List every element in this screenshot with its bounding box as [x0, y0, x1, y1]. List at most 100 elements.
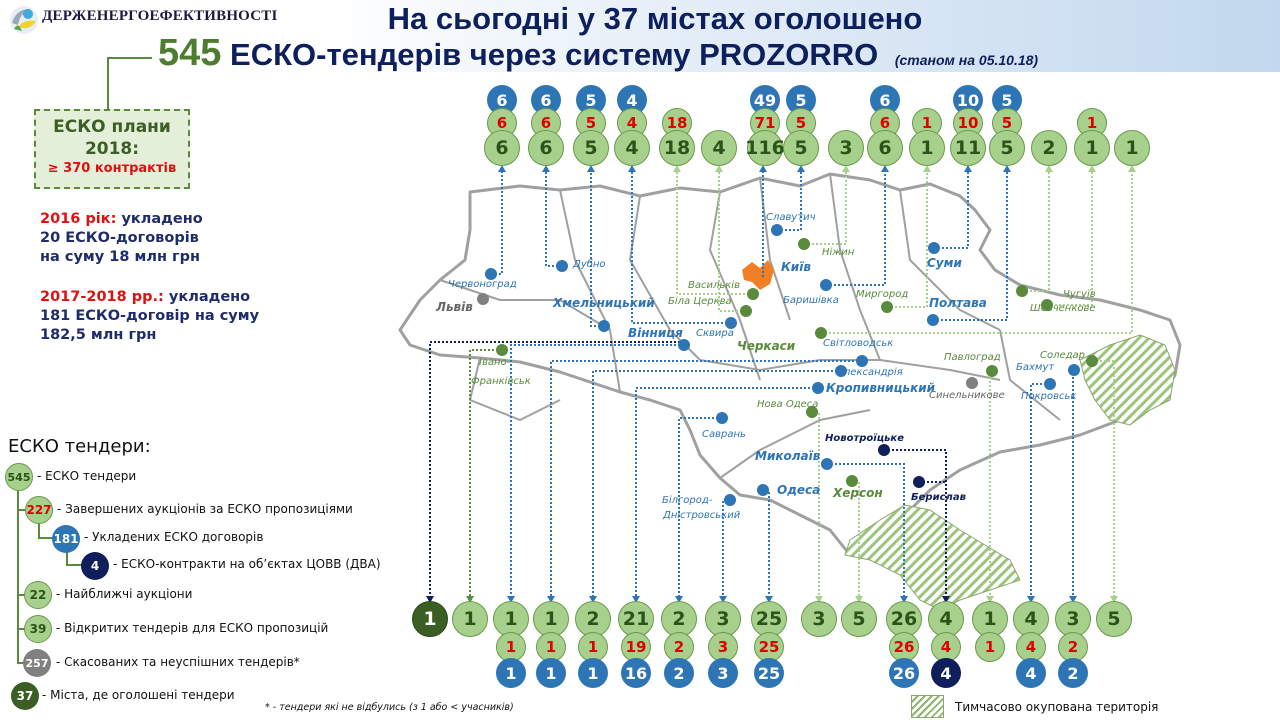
city-dot — [1086, 355, 1098, 367]
connector-line — [631, 170, 731, 324]
city-dot — [725, 317, 737, 329]
legend-tree-line — [17, 509, 29, 511]
city-dot — [913, 476, 925, 488]
city-label: Суми — [927, 256, 962, 270]
city-label: Миколаїв — [755, 449, 821, 463]
plan-target: ≥ 370 контрактів — [47, 161, 177, 176]
occupied-crimea — [844, 504, 1021, 611]
arrowhead-icon — [942, 596, 950, 603]
tender-count-circle: 6 — [528, 130, 564, 166]
connector-line — [763, 489, 770, 598]
occupied-territory-label: Тимчасово окупована територія — [955, 700, 1159, 714]
arrowhead-icon — [587, 165, 595, 172]
plan-box: ЕСКО плани 2018: ≥ 370 контрактів — [34, 109, 190, 189]
city-label: Славутич — [766, 212, 816, 223]
connector-line — [804, 170, 847, 245]
city-label: Вінниця — [628, 326, 683, 340]
city-label: Синельникове — [929, 390, 1005, 401]
arrowhead-icon — [715, 165, 723, 172]
connector-line — [1047, 170, 1093, 306]
city-dot — [556, 260, 568, 272]
city-label: Баришівка — [783, 295, 839, 306]
arrowhead-icon — [1088, 165, 1096, 172]
tender-count-circle: 3 — [801, 601, 837, 637]
occupied-donbas — [1079, 334, 1176, 426]
legend-title: ЕСКО тендери: — [8, 436, 151, 457]
arrowhead-icon — [426, 596, 434, 603]
signed-count-circle: 2 — [664, 658, 694, 688]
tender-count-circle: 6 — [867, 130, 903, 166]
stat-text: 181 ЕСКО-договір на суму — [40, 308, 260, 324]
city-dot — [1041, 299, 1053, 311]
tender-count-circle: 5 — [783, 130, 819, 166]
city-dot — [806, 406, 818, 418]
city-label: Сквира — [696, 328, 734, 339]
arrowhead-icon — [842, 165, 850, 172]
signed-count-circle: 25 — [754, 658, 784, 688]
connector-line — [491, 170, 503, 275]
legend-label: - ЕСКО-контракти на об’єктах ЦОВВ (ДВА) — [113, 557, 381, 571]
city-label: Світловодськ — [823, 338, 894, 349]
city-dot — [771, 224, 783, 236]
city-label: Чугуїв — [1063, 289, 1096, 300]
stat-text: укладено — [116, 211, 203, 227]
connector-line — [1072, 369, 1074, 598]
tender-count-circle: 11 — [950, 130, 986, 166]
arrowhead-icon — [673, 165, 681, 172]
completed-count-circle: 4 — [931, 632, 961, 662]
legend-tree-line — [66, 564, 82, 566]
stat-text: на суму 18 млн грн — [40, 249, 200, 265]
arrowhead-icon — [759, 165, 767, 172]
city-dot — [747, 288, 759, 300]
city-dot — [757, 484, 769, 496]
city-label: Покровськ — [1021, 391, 1077, 402]
org-name: ДЕРЖЕНЕРГОЕФЕКТИВНОСТІ — [42, 8, 278, 24]
city-label: Хмельницький — [553, 296, 655, 310]
footnote: * - тендери які не відбулись (з 1 або < … — [265, 702, 514, 713]
arrowhead-icon — [632, 596, 640, 603]
tender-count-circle: 116 — [745, 130, 785, 166]
legend-label: - Скасованих та неуспішних тендерів* — [56, 655, 300, 669]
city-dot — [1016, 285, 1028, 297]
connector-line — [884, 449, 947, 598]
arrowhead-icon — [719, 596, 727, 603]
city-label: Новотроїцьке — [825, 433, 904, 444]
connector-line — [852, 480, 860, 598]
tender-count-circle: 1 — [452, 601, 488, 637]
city-dot — [598, 320, 610, 332]
city-label: Соледар — [1040, 350, 1086, 361]
stat-text: 20 ЕСКО-договорів — [40, 230, 199, 246]
city-label: Берислав — [911, 492, 966, 503]
connector-line — [592, 370, 841, 598]
tender-count-circle: 1 — [972, 601, 1008, 637]
city-label: Саврань — [702, 429, 746, 440]
completed-count-circle: 1 — [536, 632, 566, 662]
tender-count-circle: 2 — [661, 601, 697, 637]
tender-count-circle: 2 — [1031, 130, 1067, 166]
city-dot — [928, 242, 940, 254]
city-label: Дубно — [573, 259, 606, 270]
tender-count-circle: 1 — [533, 601, 569, 637]
city-label: Васильків — [688, 280, 740, 291]
tender-count-circle: 18 — [659, 130, 695, 166]
city-label: Червоноград — [448, 279, 517, 290]
arrowhead-icon — [628, 165, 636, 172]
arrowhead-icon — [1110, 596, 1118, 603]
connector-line — [718, 170, 746, 312]
connector-line — [827, 463, 905, 598]
occupied-territory-swatch — [911, 695, 944, 718]
city-label: Київ — [781, 260, 811, 274]
signed-count-circle: 4 — [931, 658, 961, 688]
arrowhead-icon — [547, 596, 555, 603]
plan-title: ЕСКО плани — [53, 117, 171, 137]
city-dot — [716, 412, 728, 424]
signed-count-circle: 16 — [621, 658, 651, 688]
city-dot — [846, 475, 858, 487]
city-label: Бахмут — [1016, 362, 1055, 373]
tender-count-circle: 4 — [701, 130, 737, 166]
legend-tree-line — [66, 550, 68, 565]
completed-count-circle: 1 — [975, 632, 1005, 662]
legend-label: - Найближчі аукціони — [56, 587, 193, 601]
stat-2017-2018: 2017-2018 рр.: укладено 181 ЕСКО-договір… — [40, 288, 259, 345]
